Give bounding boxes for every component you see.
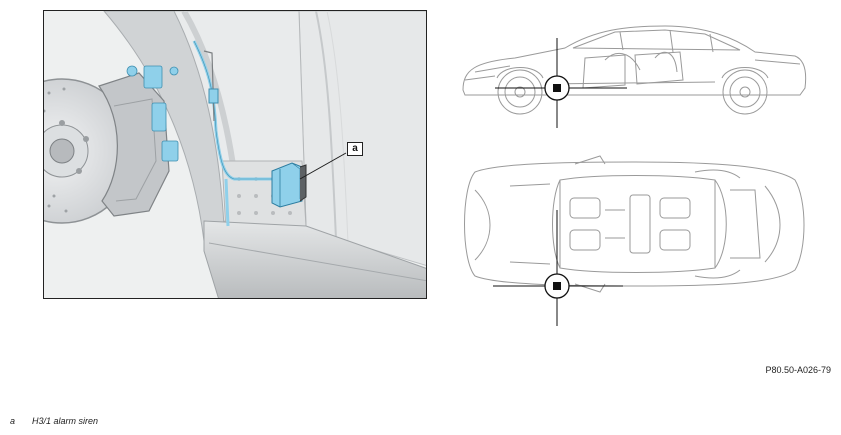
legend-text: H3/1 alarm siren <box>32 416 99 426</box>
wheel-arch-illustration <box>44 11 426 298</box>
reference-code: P80.50-A026-79 <box>765 365 831 375</box>
location-marker-icon <box>493 210 623 326</box>
legend: a H3/1 alarm siren <box>10 416 98 426</box>
location-marker-icon <box>495 38 627 128</box>
detail-illustration-panel: a <box>43 10 427 299</box>
vehicle-top-view <box>464 155 805 326</box>
legend-key: a <box>10 416 16 426</box>
callout-label-a: a <box>347 142 363 156</box>
vehicle-side-view <box>462 25 807 128</box>
alarm-siren-component <box>271 162 307 208</box>
